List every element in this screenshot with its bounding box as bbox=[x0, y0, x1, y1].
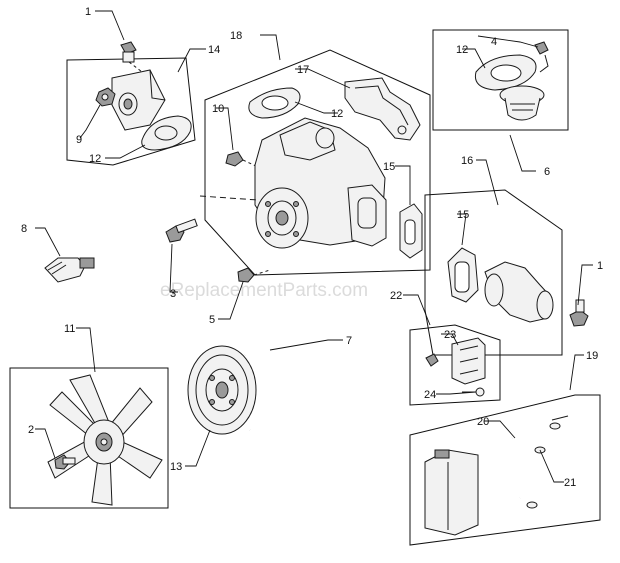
part-1-bolt-right bbox=[569, 299, 589, 327]
callout-24: 24 bbox=[424, 389, 436, 401]
part-14-outlet-fitting bbox=[111, 69, 166, 131]
callout-8: 8 bbox=[21, 223, 27, 235]
callout-1-top: 1 bbox=[85, 6, 91, 18]
part-3-bolt bbox=[165, 218, 198, 243]
callout-17: 17 bbox=[297, 64, 309, 76]
part-5-bolt bbox=[237, 267, 271, 283]
part-13-pulley bbox=[187, 345, 257, 435]
panel-11-fan-assembly bbox=[9, 367, 169, 509]
callout-5: 5 bbox=[209, 314, 215, 326]
part-20-overflow-hose bbox=[489, 436, 521, 501]
part-12-gasket-middle bbox=[248, 87, 301, 119]
part-19-coolant-reservoir bbox=[424, 449, 479, 536]
part-21-hose-clamp bbox=[526, 415, 569, 509]
leader-lines bbox=[35, 10, 593, 483]
panel-6-thermostat-assembly bbox=[432, 29, 569, 131]
part-6-thermostat bbox=[499, 85, 545, 121]
part-1-bolt-top bbox=[120, 41, 151, 79]
part-2-fan-bolt bbox=[54, 454, 76, 470]
panel-14-outlet-assembly bbox=[66, 57, 196, 166]
part-12-gasket-thermostat bbox=[474, 54, 537, 91]
callout-21: 21 bbox=[564, 477, 576, 489]
callout-3: 3 bbox=[170, 288, 176, 300]
callout-9: 9 bbox=[76, 134, 82, 146]
callout-14: 14 bbox=[208, 44, 220, 56]
part-15-gasket-housing bbox=[447, 247, 479, 303]
callout-12-thermostat: 12 bbox=[456, 44, 468, 56]
part-11-cooling-fan bbox=[47, 374, 163, 506]
part-16-outlet-housing bbox=[484, 261, 554, 323]
callout-22: 22 bbox=[390, 290, 402, 302]
part-15-gasket-pump bbox=[399, 203, 423, 259]
callout-18: 18 bbox=[230, 30, 242, 42]
callout-23: 23 bbox=[444, 329, 456, 341]
callout-20: 20 bbox=[477, 416, 489, 428]
part-4-clip bbox=[534, 41, 549, 73]
part-18-water-pump bbox=[199, 117, 387, 249]
part-17-pump-gasket bbox=[344, 77, 421, 141]
callout-15-housing: 15 bbox=[457, 209, 469, 221]
callout-4: 4 bbox=[491, 36, 497, 48]
part-12-gasket-left bbox=[141, 115, 192, 151]
panel-16-housing-assembly bbox=[424, 189, 563, 356]
part-9-nut bbox=[95, 87, 116, 107]
callout-11: 11 bbox=[64, 323, 75, 335]
part-10-bolt bbox=[225, 151, 261, 169]
panel-18-water-pump-assembly bbox=[204, 49, 431, 276]
callout-10: 10 bbox=[212, 103, 224, 115]
callout-6: 6 bbox=[544, 166, 550, 178]
part-22-bolt bbox=[425, 353, 439, 367]
callout-13: 13 bbox=[170, 461, 182, 473]
part-7-fan-belt bbox=[243, 343, 386, 508]
part-8-temperature-sender bbox=[44, 257, 95, 283]
callout-12-left: 12 bbox=[89, 153, 101, 165]
panel-19-reservoir-assembly bbox=[409, 394, 601, 546]
callout-15-pump: 15 bbox=[383, 161, 395, 173]
callout-1-right: 1 bbox=[597, 260, 603, 272]
callout-7: 7 bbox=[346, 335, 352, 347]
callout-2: 2 bbox=[28, 424, 34, 436]
callout-19: 19 bbox=[586, 350, 598, 362]
watermark-text: eReplacementParts.com bbox=[160, 280, 368, 301]
callout-12-middle: 12 bbox=[331, 108, 343, 120]
panel-22-bracket-assembly bbox=[409, 324, 501, 406]
part-23-bracket bbox=[451, 337, 486, 385]
callout-numbers: 1 14 18 9 12 10 12 17 15 8 3 5 4 12 6 16… bbox=[21, 6, 603, 489]
callout-16: 16 bbox=[461, 155, 473, 167]
